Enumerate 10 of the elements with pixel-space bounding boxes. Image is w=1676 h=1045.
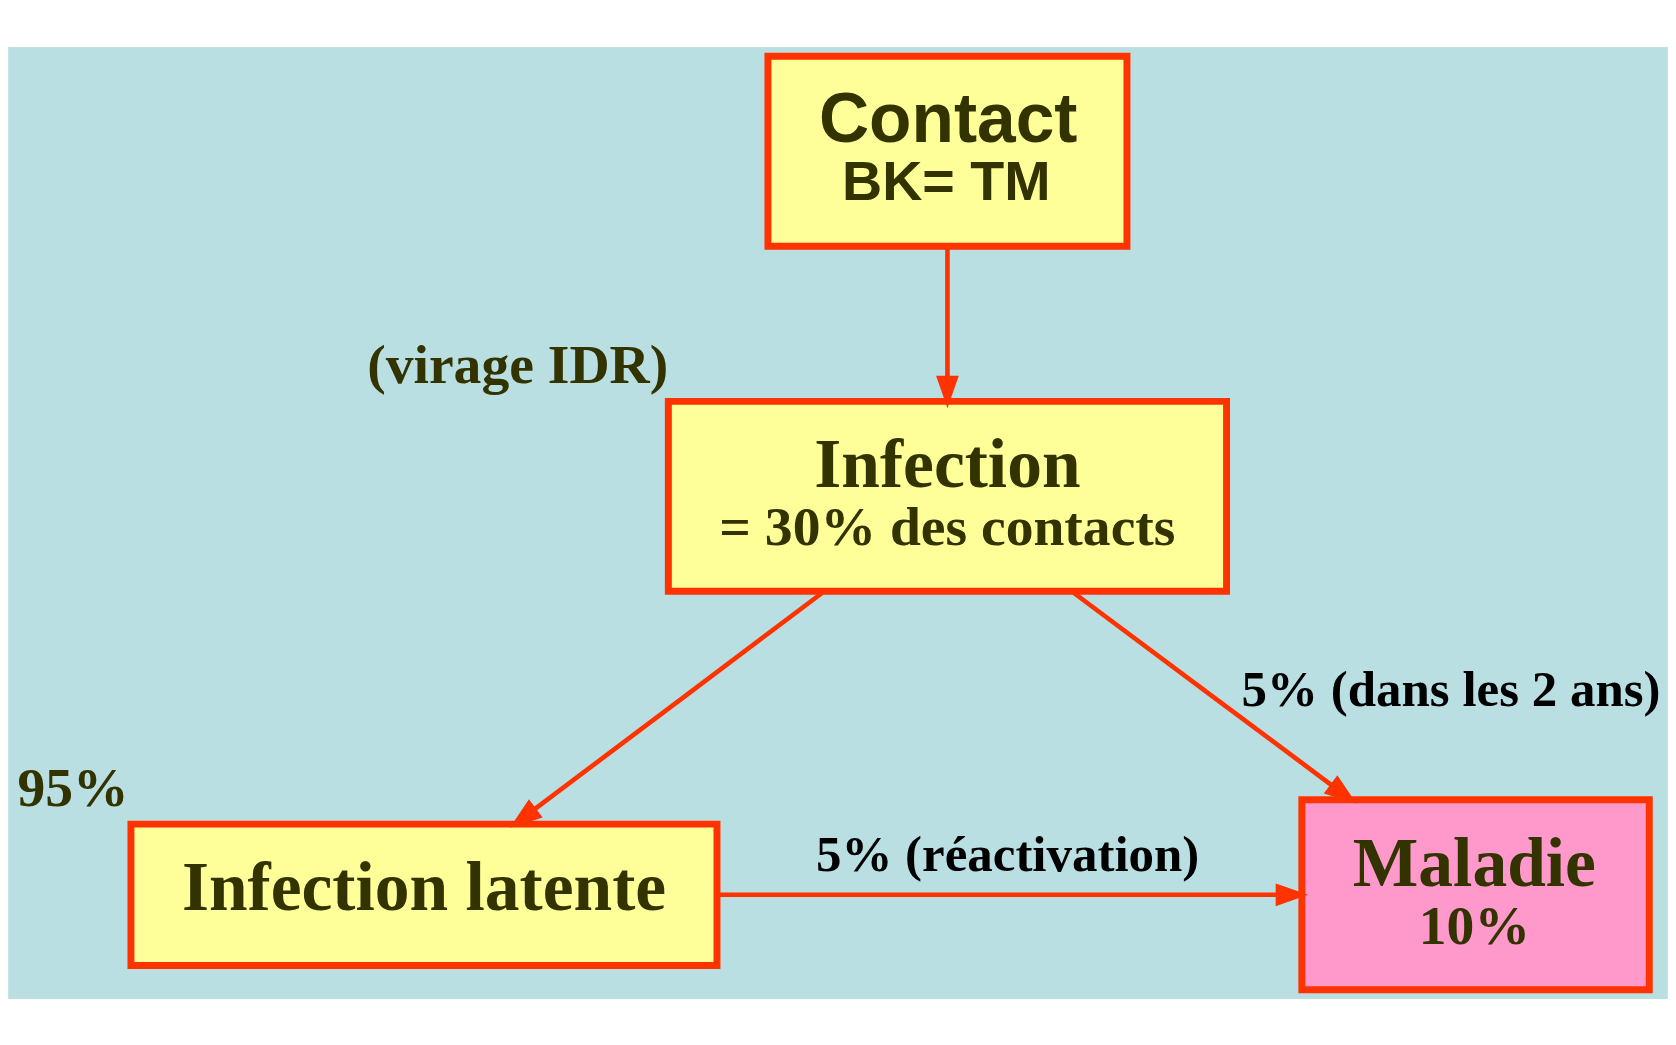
arrow (717, 882, 1309, 906)
edge-label: 5% (dans les 2 ans) (1241, 660, 1661, 717)
edge-label: 5% (réactivation) (816, 825, 1200, 882)
node-label: 95% (17, 755, 129, 818)
node-box: Infection latente (127, 820, 721, 969)
node-label: (virage IDR) (367, 332, 669, 395)
arrow (936, 246, 959, 408)
node-box: Infection = 30% des contacts (664, 397, 1231, 595)
node-box: Contact BK= TM (764, 52, 1131, 250)
node-box: Maladie 10% (1298, 795, 1653, 993)
